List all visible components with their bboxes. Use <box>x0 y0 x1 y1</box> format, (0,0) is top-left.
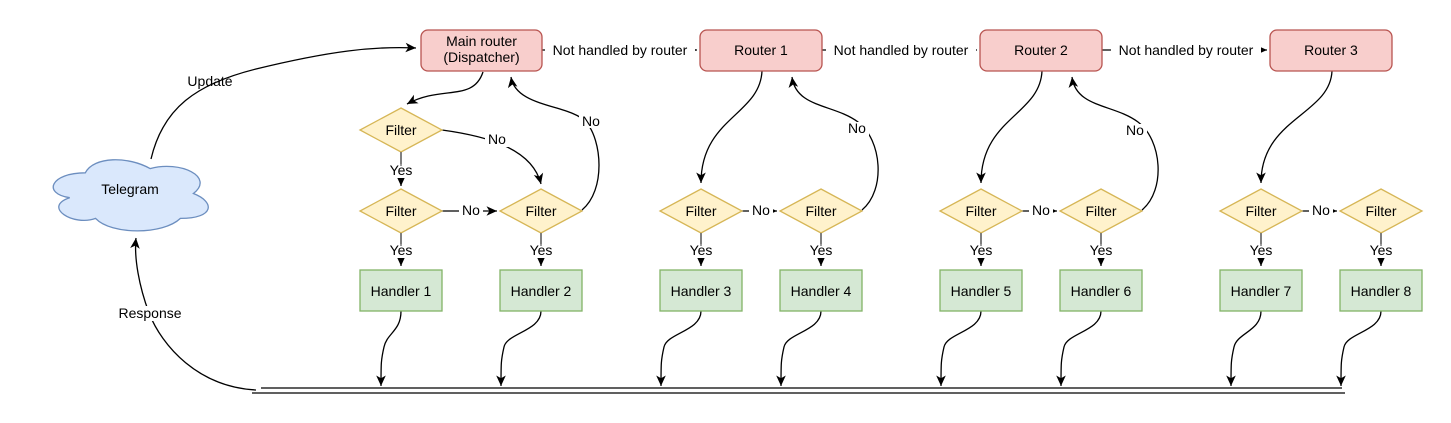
edge-handler2-to-bus <box>496 310 542 387</box>
filter-label: Filter <box>965 203 996 219</box>
handler-2-node <box>499 269 583 312</box>
label-bg <box>806 244 836 258</box>
handler-2-label: Handler 2 <box>511 283 572 299</box>
router-3-node <box>1269 29 1393 72</box>
label-bg <box>459 204 483 218</box>
filter-label: Filter <box>805 203 836 219</box>
label-bg <box>485 133 509 147</box>
yes-label: Yes <box>390 162 413 178</box>
yes-label: Yes <box>810 242 833 258</box>
label-bg <box>386 164 416 178</box>
filter-label: Filter <box>685 203 716 219</box>
edge-handler5-to-bus <box>936 310 982 387</box>
label-bg <box>845 122 869 136</box>
no-label: No <box>488 131 506 147</box>
label-bg <box>117 306 183 321</box>
handler-3-label: Handler 3 <box>671 283 732 299</box>
label-bg <box>826 43 976 58</box>
handler-5-label: Handler 5 <box>951 283 1012 299</box>
label-bg <box>1123 124 1147 138</box>
no-label: No <box>582 113 600 129</box>
yes-label: Yes <box>1250 242 1273 258</box>
no-label: No <box>752 202 770 218</box>
handler-4-label: Handler 4 <box>791 283 852 299</box>
no-label: No <box>462 202 480 218</box>
edge-router1-to-filter <box>696 70 763 184</box>
not-handled-label-3: Not handled by router <box>1119 42 1254 58</box>
label-bg <box>545 43 695 58</box>
filter-label: Filter <box>385 122 416 138</box>
handler-8-node <box>1339 269 1423 312</box>
no-label: No <box>848 120 866 136</box>
response-label: Response <box>118 305 181 321</box>
label-bg <box>1246 244 1276 258</box>
edge-router2-to-filter <box>976 70 1043 184</box>
label-bg <box>1029 204 1053 218</box>
update-label: Update <box>187 73 232 89</box>
edge-handler8-to-bus <box>1336 310 1382 387</box>
label-bg <box>686 244 716 258</box>
edge-no-return-router1 <box>788 76 879 211</box>
not-handled-label-2: Not handled by router <box>834 42 969 58</box>
router-2-label: Router 2 <box>1014 42 1068 58</box>
edge-router3-to-filter <box>1256 70 1333 184</box>
edge-handler4-to-bus <box>776 310 822 387</box>
yes-label: Yes <box>1090 242 1113 258</box>
label-bg <box>526 244 556 258</box>
handler-7-label: Handler 7 <box>1231 283 1292 299</box>
edge-handler1-to-bus <box>376 310 402 387</box>
edge-no-return-main <box>507 76 600 211</box>
label-bg <box>749 204 773 218</box>
label-bg <box>1111 43 1261 58</box>
handler-6-label: Handler 6 <box>1071 283 1132 299</box>
telegram-cloud-label: Telegram <box>101 181 159 197</box>
handler-1-label: Handler 1 <box>371 283 432 299</box>
label-bg <box>386 244 416 258</box>
handler-3-node <box>659 269 743 312</box>
no-label: No <box>1126 122 1144 138</box>
filter-label: Filter <box>1245 203 1276 219</box>
edge-no-return-router2 <box>1068 76 1159 211</box>
no-label: No <box>1312 202 1330 218</box>
filter-label: Filter <box>1085 203 1116 219</box>
router-1-node <box>699 29 823 72</box>
handler-5-node <box>939 269 1023 312</box>
yes-label: Yes <box>970 242 993 258</box>
filter-label: Filter <box>1365 203 1396 219</box>
filter-label: Filter <box>525 203 556 219</box>
telegram-cloud <box>52 159 209 232</box>
router-1-label: Router 1 <box>734 42 788 58</box>
router-2-node <box>979 29 1103 72</box>
handler-6-node <box>1059 269 1143 312</box>
handler-4-node <box>779 269 863 312</box>
label-bg <box>1086 244 1116 258</box>
label-bg <box>1366 244 1396 258</box>
yes-label: Yes <box>1370 242 1393 258</box>
yes-label: Yes <box>390 242 413 258</box>
edge-main-router-to-filter <box>406 71 484 105</box>
label-bg <box>579 114 603 128</box>
handler-7-node <box>1219 269 1303 312</box>
edge-handler7-to-bus <box>1226 310 1262 387</box>
yes-label: Yes <box>530 242 553 258</box>
edge-handler6-to-bus <box>1056 310 1102 387</box>
no-label: No <box>1032 202 1050 218</box>
label-bg <box>966 244 996 258</box>
main-router-label-line1: Main router <box>446 33 517 49</box>
edge-handler3-to-bus <box>656 310 702 387</box>
router-3-label: Router 3 <box>1304 42 1358 58</box>
yes-label: Yes <box>690 242 713 258</box>
main-router-node <box>420 29 543 72</box>
edge-update <box>150 42 417 160</box>
handler-8-label: Handler 8 <box>1351 283 1412 299</box>
main-router-label-line2: (Dispatcher) <box>443 49 519 65</box>
handler-1-node <box>359 269 443 312</box>
not-handled-label-1: Not handled by router <box>553 42 688 58</box>
label-bg <box>1309 204 1333 218</box>
filter-label: Filter <box>385 203 416 219</box>
